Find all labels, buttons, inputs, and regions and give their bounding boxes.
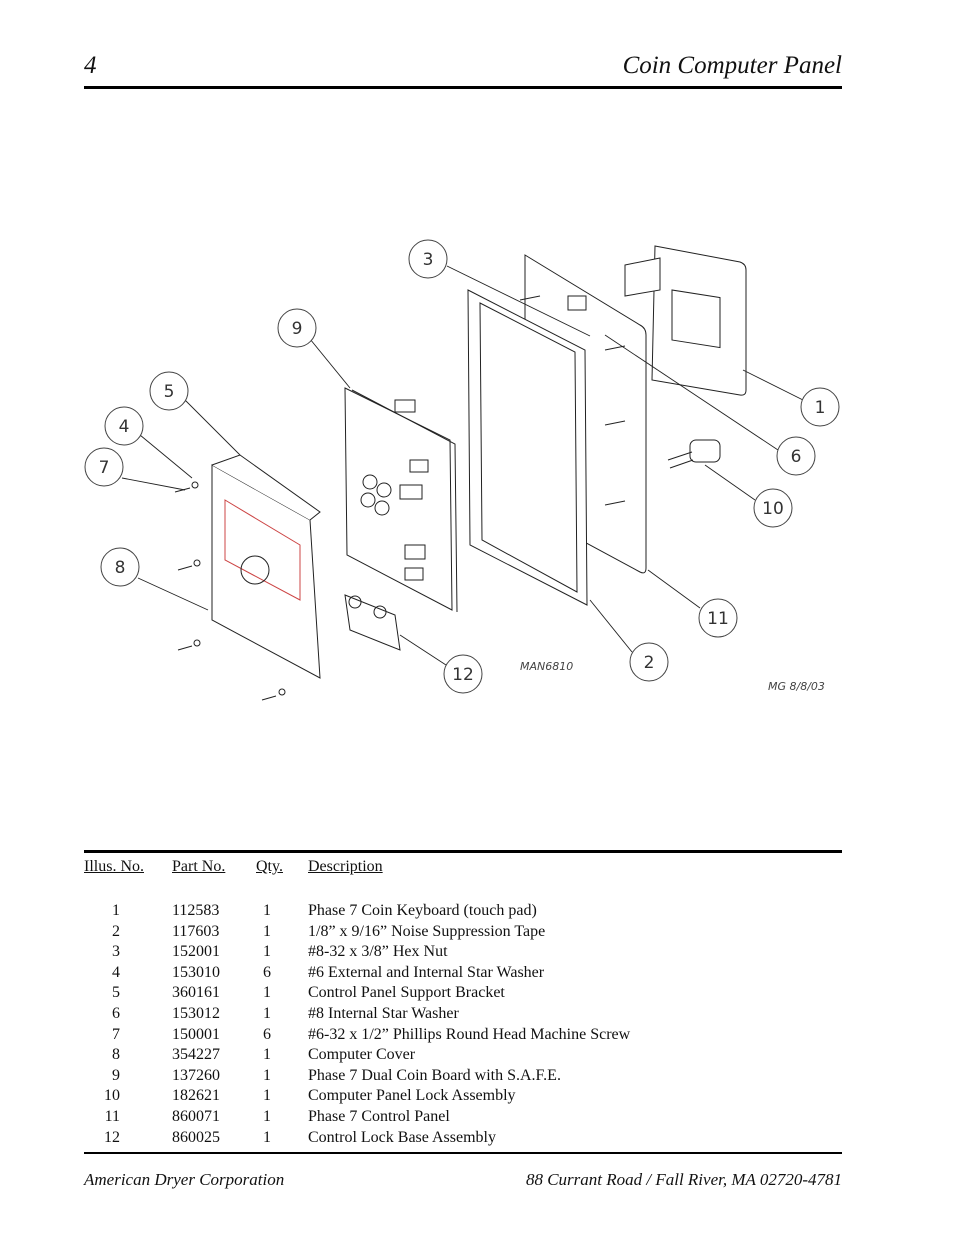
page-title: Coin Computer Panel [622,52,842,79]
qty: 1 [263,1066,271,1084]
screws [174,481,286,701]
page-number: 4 [84,52,97,79]
table-row: 7 150001 6 #6-32 x 1/2” Phillips Round Head… [84,1025,842,1046]
part-no: 860025 [172,1128,220,1146]
callout-10: 10 [762,499,784,519]
part-no: 860071 [172,1107,220,1125]
part-no: 153012 [172,1004,220,1022]
callout-12: 12 [452,665,474,685]
qty: 1 [263,1107,271,1125]
table-row: 6 153012 1 #8 Internal Star Washer [84,1004,842,1025]
illus-no: 12 [104,1128,120,1146]
description: Computer Cover [308,1046,416,1064]
table-header-row: Illus. No. Part No. Qty. Description [84,858,842,880]
illus-no: 11 [104,1107,120,1125]
callout-6: 6 [791,447,802,467]
callout-1: 1 [815,398,826,418]
table-top-rule [84,850,842,853]
header-part-no: Part No. [172,858,226,875]
qty: 1 [263,902,271,919]
illus-no: 8 [112,1046,120,1064]
part-no: 112583 [172,902,220,919]
panel-lock-part [667,439,721,469]
keyboard-window [671,289,721,349]
computer-cover-part [211,464,321,679]
description: Phase 7 Coin Keyboard (touch pad) [308,902,537,919]
qty: 6 [263,963,271,981]
header-qty: Qty. [256,858,283,875]
keyboard-part [651,245,747,396]
qty: 1 [263,943,271,961]
drawing-id: MAN6810 [520,660,573,673]
description: Phase 7 Dual Coin Board with S.A.F.E. [308,1066,561,1084]
header-illus-no: Illus. No. [84,858,144,875]
illus-no: 5 [112,984,120,1002]
qty: 1 [263,1087,271,1105]
table-row: 3 152001 1 #8-32 x 3/8” Hex Nut [84,942,842,963]
description: Computer Panel Lock Assembly [308,1087,516,1105]
tape-frame-part [467,289,588,606]
callout-5: 5 [164,382,175,402]
description: #8 Internal Star Washer [308,1004,459,1022]
page-header: 4 Coin Computer Panel [84,50,842,89]
part-no: 182621 [172,1087,220,1105]
callout-11: 11 [707,609,729,629]
callout-7: 7 [99,458,110,478]
table-row: 2 117603 1 1/8” x 9/16” Noise Suppression T… [84,922,842,943]
illus-no: 2 [112,922,120,940]
description: #6-32 x 1/2” Phillips Round Head Machine… [308,1025,631,1043]
qty: 1 [263,1004,271,1022]
qty: 6 [263,1025,271,1043]
qty: 1 [263,1128,271,1146]
callout-4: 4 [119,417,130,437]
table-row: 12 860025 1 Control Lock Base Assembly [84,1128,842,1149]
qty: 1 [263,1046,271,1064]
description: 1/8” x 9/16” Noise Suppression Tape [308,922,546,940]
illus-no: 10 [104,1087,120,1105]
table-row: 4 153010 6 #6 External and Internal Star Wa… [84,963,842,984]
capacitors [360,474,392,516]
part-no: 354227 [172,1046,220,1064]
part-no: 152001 [172,943,220,961]
callout-8: 8 [115,558,126,578]
part-no: 360161 [172,984,220,1002]
table-row: 10 182621 1 Computer Panel Lock Assembly [84,1086,842,1107]
callout-3: 3 [423,250,434,270]
table-row: 1 112583 1 Phase 7 Coin Keyboard (touch pad… [84,901,842,922]
callout-2: 2 [644,653,655,673]
table-row: 8 354227 1 Computer Cover [84,1045,842,1066]
illus-no: 1 [112,902,120,919]
table-row: 11 860071 1 Phase 7 Control Panel [84,1107,842,1128]
illus-no: 9 [112,1066,120,1084]
illus-no: 4 [112,963,120,981]
lock-base-part [344,594,401,651]
illus-no: 7 [112,1025,120,1043]
qty: 1 [263,922,271,940]
description: #6 External and Internal Star Washer [308,963,545,981]
part-no: 150001 [172,1025,220,1043]
illus-no: 6 [112,1004,120,1022]
table-bottom-rule [84,1152,842,1154]
table-row: 9 137260 1 Phase 7 Dual Coin Board with S.A… [84,1066,842,1087]
description: Control Lock Base Assembly [308,1128,496,1146]
part-no: 117603 [172,922,220,940]
part-no: 153010 [172,963,220,981]
part-no: 137260 [172,1066,220,1084]
header-description: Description [308,858,383,875]
footer-address: 88 Currant Road / Fall River, MA 02720-4… [525,1170,842,1189]
description: Phase 7 Control Panel [308,1107,450,1125]
footer-company: American Dryer Corporation [84,1170,285,1189]
exploded-parts-diagram: 1 2 3 4 5 6 7 8 9 10 11 12 MAN6810 MG 8/… [84,239,840,701]
description: Control Panel Support Bracket [308,984,505,1002]
callout-9: 9 [292,319,303,339]
drawing-date: MG 8/8/03 [768,680,825,693]
table-row: 5 360161 1 Control Panel Support Bracket [84,983,842,1004]
qty: 1 [263,984,271,1002]
description: #8-32 x 3/8” Hex Nut [308,943,448,961]
illus-no: 3 [112,943,120,961]
